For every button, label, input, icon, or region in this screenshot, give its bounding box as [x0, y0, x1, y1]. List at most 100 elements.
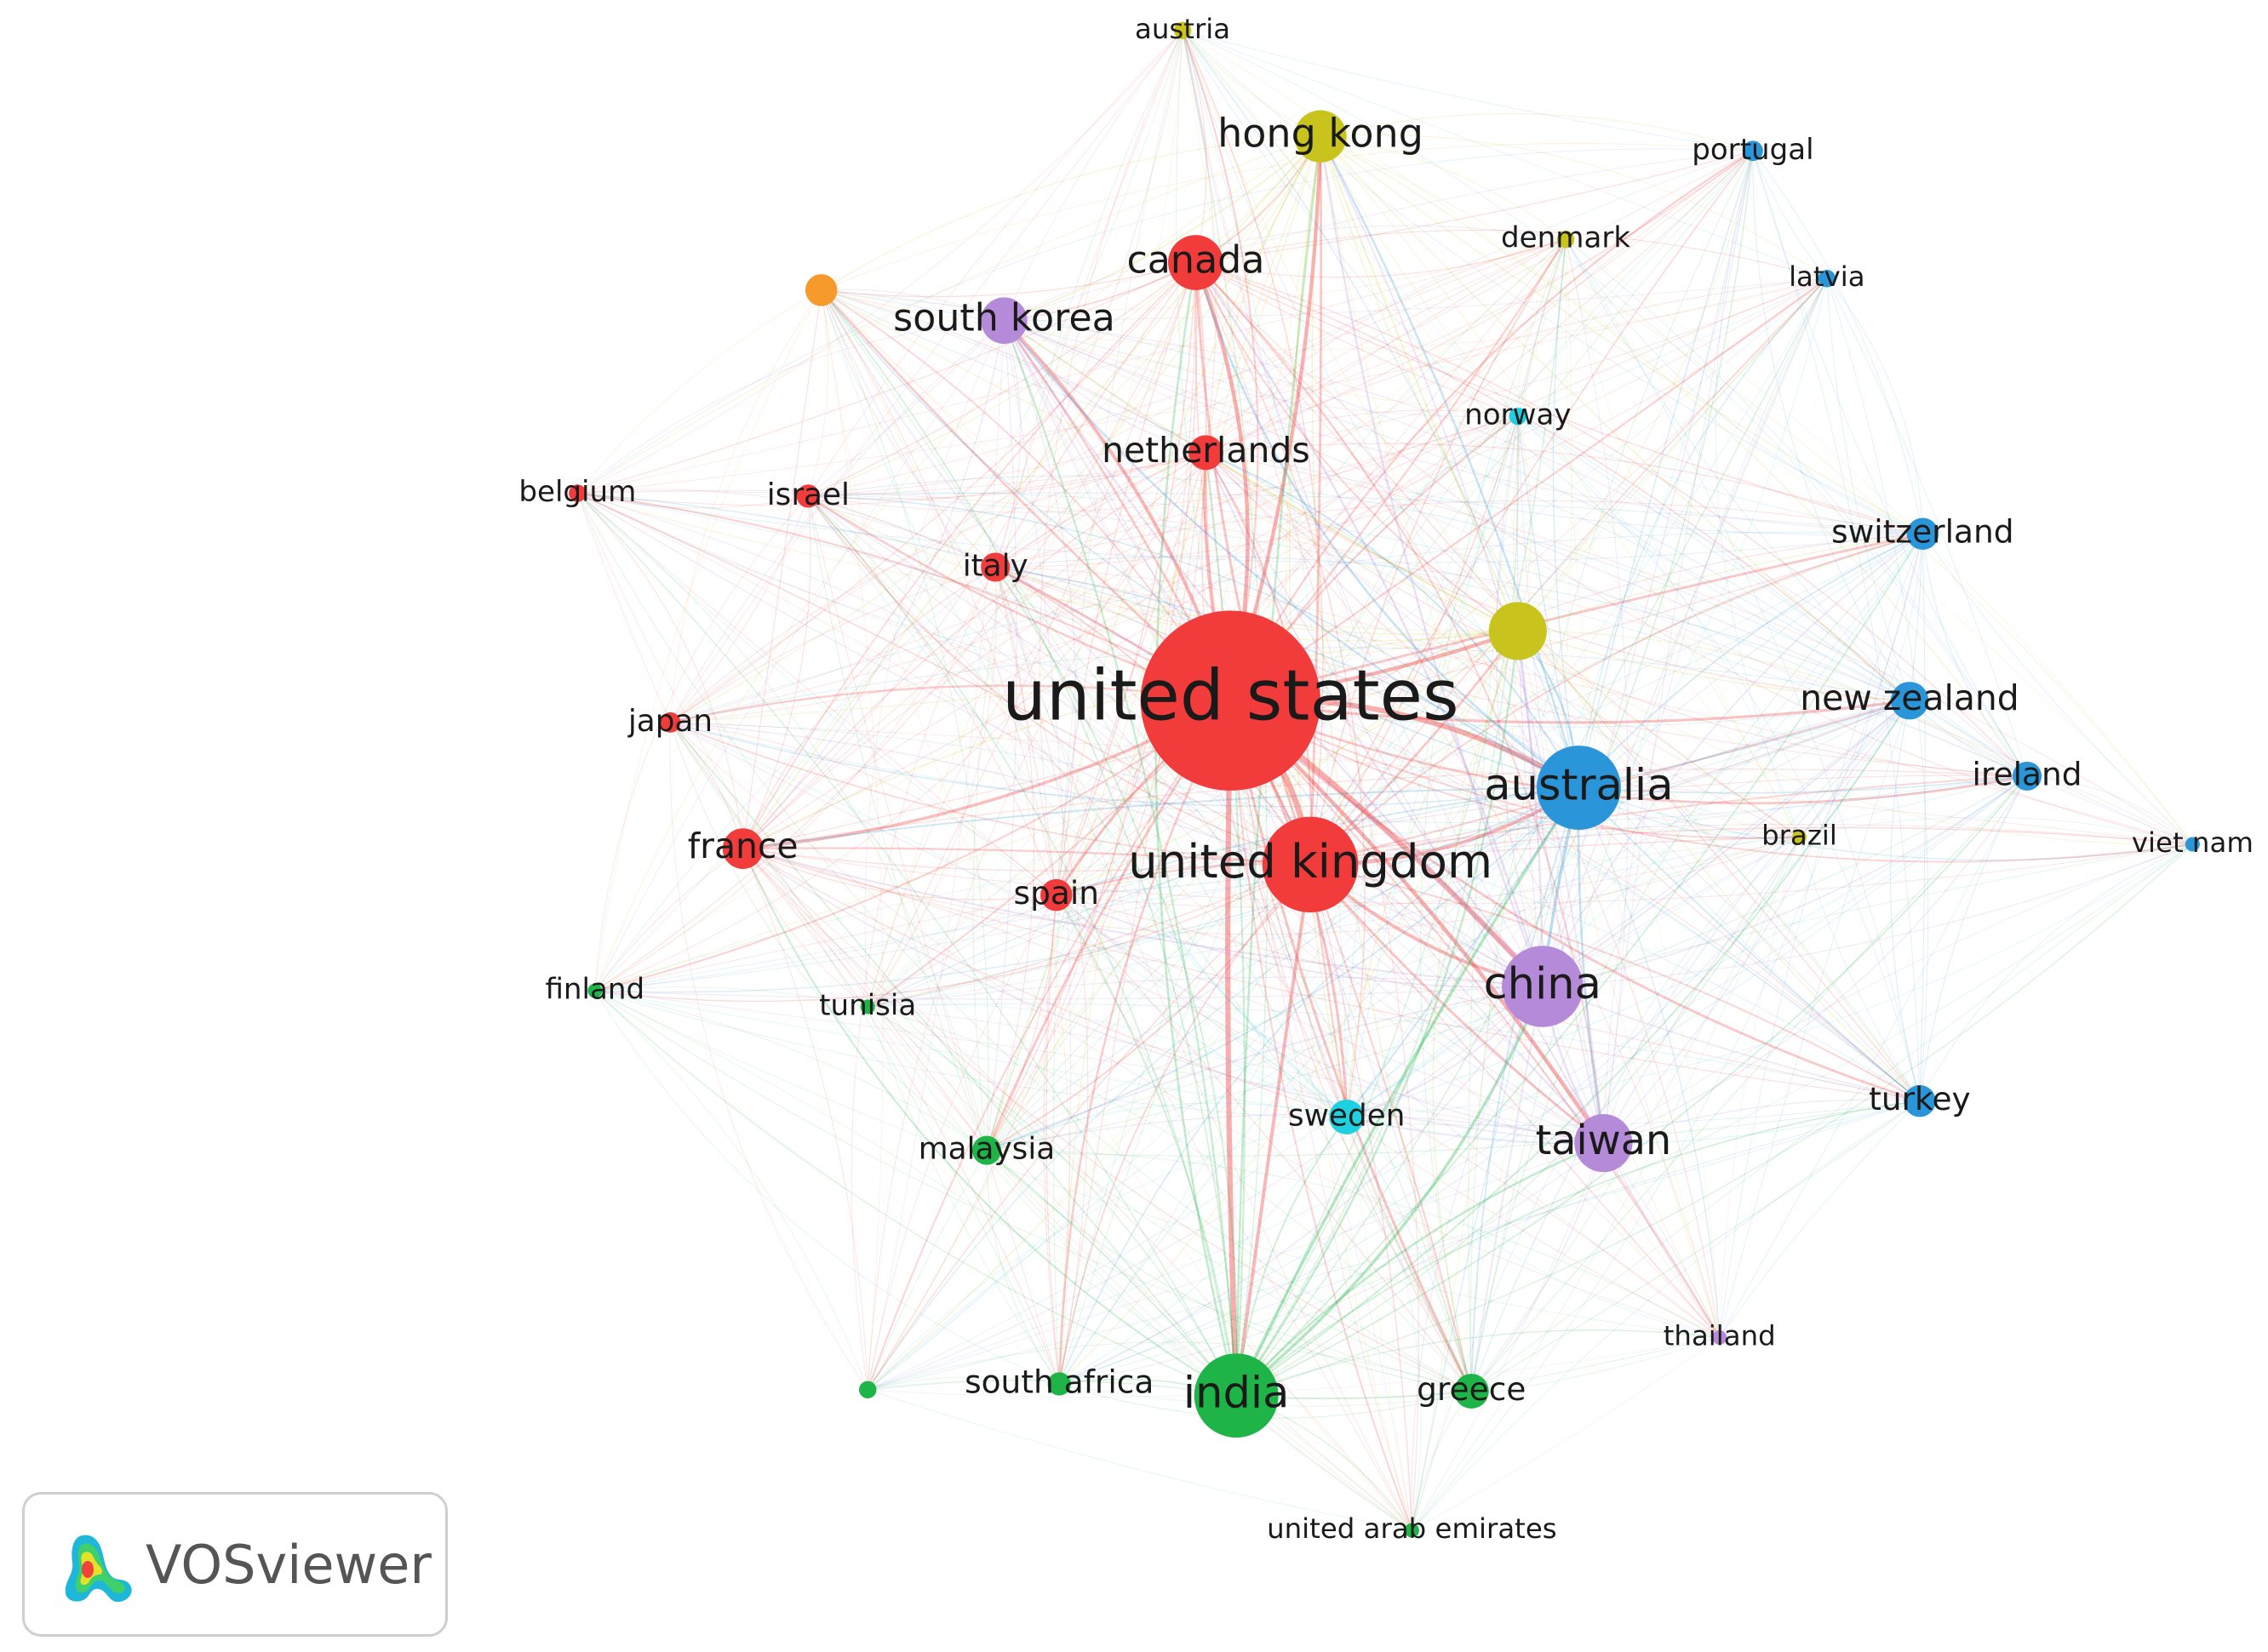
- network-link: [1045, 262, 1197, 1385]
- node-finland[interactable]: [587, 983, 603, 998]
- node-south-korea[interactable]: [981, 297, 1028, 344]
- node-malaysia[interactable]: [971, 1135, 1002, 1165]
- node-israel[interactable]: [796, 484, 820, 508]
- node-thailand[interactable]: [1712, 1329, 1727, 1345]
- node-france[interactable]: [722, 828, 764, 869]
- node-ireland[interactable]: [2013, 761, 2042, 791]
- network-link: [986, 864, 1311, 1152]
- node-canada[interactable]: [1168, 235, 1223, 290]
- node-united-kingdom[interactable]: [1262, 816, 1359, 913]
- node-south-africa[interactable]: [1047, 1372, 1071, 1396]
- network-link: [821, 261, 1196, 298]
- network-link: [1194, 262, 1519, 632]
- node-label-finland: finland: [545, 973, 644, 1007]
- network-link: [1542, 700, 1910, 987]
- network-link: [1552, 239, 1580, 788]
- network-link: [670, 722, 1348, 1118]
- network-link: [867, 278, 1828, 1391]
- node-spain[interactable]: [1040, 878, 1073, 912]
- node-label-belgium: belgium: [518, 475, 636, 509]
- network-link: [867, 895, 1057, 1008]
- node-portugal[interactable]: [1743, 140, 1763, 162]
- node-china[interactable]: [1502, 946, 1584, 1027]
- network-link: [1799, 837, 1921, 1101]
- node-united-arab-emirates[interactable]: [1404, 1523, 1419, 1538]
- network-link: [868, 1006, 1604, 1144]
- node-label-israel: israel: [767, 477, 850, 512]
- node-japan[interactable]: [660, 712, 681, 733]
- node-taiwan[interactable]: [1574, 1113, 1633, 1173]
- network-link: [1003, 30, 1183, 321]
- network-link: [808, 495, 1720, 1338]
- network-link: [1542, 986, 1721, 1338]
- network-link: [1182, 30, 1544, 987]
- network-link: [994, 262, 1196, 568]
- network-link: [1919, 534, 1926, 1101]
- node-tunisia[interactable]: [860, 999, 875, 1015]
- node-netherlands[interactable]: [1188, 435, 1223, 471]
- vosviewer-brand-text: VOSviewer: [146, 1534, 432, 1596]
- network-link: [1309, 864, 1473, 1392]
- node-turkey[interactable]: [1904, 1084, 1936, 1118]
- node-unlabeled-green[interactable]: [859, 1380, 877, 1399]
- network-link: [1471, 843, 2193, 1392]
- node-brazil[interactable]: [1791, 829, 1807, 844]
- network-link: [1320, 135, 1519, 417]
- network-link: [1345, 631, 1519, 1118]
- network-link: [1799, 534, 1923, 837]
- network-link: [742, 848, 1604, 1144]
- node-sweden[interactable]: [1329, 1099, 1365, 1135]
- network-link: [821, 289, 989, 1151]
- network-link: [670, 238, 1566, 723]
- network-link: [821, 289, 1057, 895]
- node-label-united-arab-emirates: united arab emirates: [1267, 1512, 1557, 1545]
- network-link: [594, 990, 1347, 1118]
- network-link: [808, 475, 1910, 701]
- network-link: [670, 722, 1604, 1144]
- network-link: [1056, 262, 1197, 895]
- node-switzerland[interactable]: [1906, 517, 1939, 550]
- network-link: [1346, 533, 1923, 1118]
- network-link: [821, 289, 1518, 417]
- node-india[interactable]: [1194, 1353, 1279, 1438]
- node-united-states[interactable]: [1140, 610, 1321, 791]
- node-label-australia: australia: [1484, 760, 1673, 810]
- node-hong-kong[interactable]: [1294, 110, 1347, 163]
- network-link: [1058, 631, 1519, 1385]
- network-link: [867, 864, 1311, 1391]
- network-link: [1205, 238, 1566, 454]
- node-latvia[interactable]: [1818, 270, 1836, 288]
- node-australia[interactable]: [1536, 746, 1621, 830]
- node-austria[interactable]: [1173, 21, 1192, 40]
- network-link: [577, 489, 996, 568]
- network-link: [808, 495, 1518, 642]
- network-link: [1346, 1117, 1422, 1531]
- network-link: [1320, 135, 1519, 632]
- network-link: [1517, 416, 1580, 788]
- node-label-canada: canada: [1126, 238, 1264, 282]
- network-link: [867, 1150, 988, 1390]
- node-unlabeled-yellow[interactable]: [1488, 602, 1547, 660]
- network-link: [1516, 416, 1544, 987]
- network-link: [1056, 895, 1412, 1531]
- network-link: [594, 990, 1412, 1531]
- network-link: [821, 289, 1206, 454]
- network-link: [867, 136, 1321, 1391]
- node-label-japan: japan: [627, 704, 713, 739]
- node-denmark[interactable]: [1556, 231, 1575, 249]
- node-label-netherlands: netherlands: [1102, 430, 1310, 471]
- network-link: [742, 848, 1543, 988]
- network-link: [1004, 150, 1753, 322]
- network-link: [821, 289, 1472, 1392]
- node-italy[interactable]: [981, 552, 1011, 582]
- network-link: [1517, 415, 2028, 777]
- node-viet-nam[interactable]: [2185, 837, 2200, 852]
- node-belgium[interactable]: [569, 484, 587, 502]
- node-greece[interactable]: [1453, 1374, 1489, 1409]
- node-label-thailand: thailand: [1664, 1319, 1776, 1352]
- node-unlabeled-orange[interactable]: [805, 274, 838, 306]
- network-link: [995, 415, 1518, 568]
- node-new-zealand[interactable]: [1890, 682, 1929, 720]
- network-link: [808, 150, 1754, 497]
- node-norway[interactable]: [1509, 407, 1527, 426]
